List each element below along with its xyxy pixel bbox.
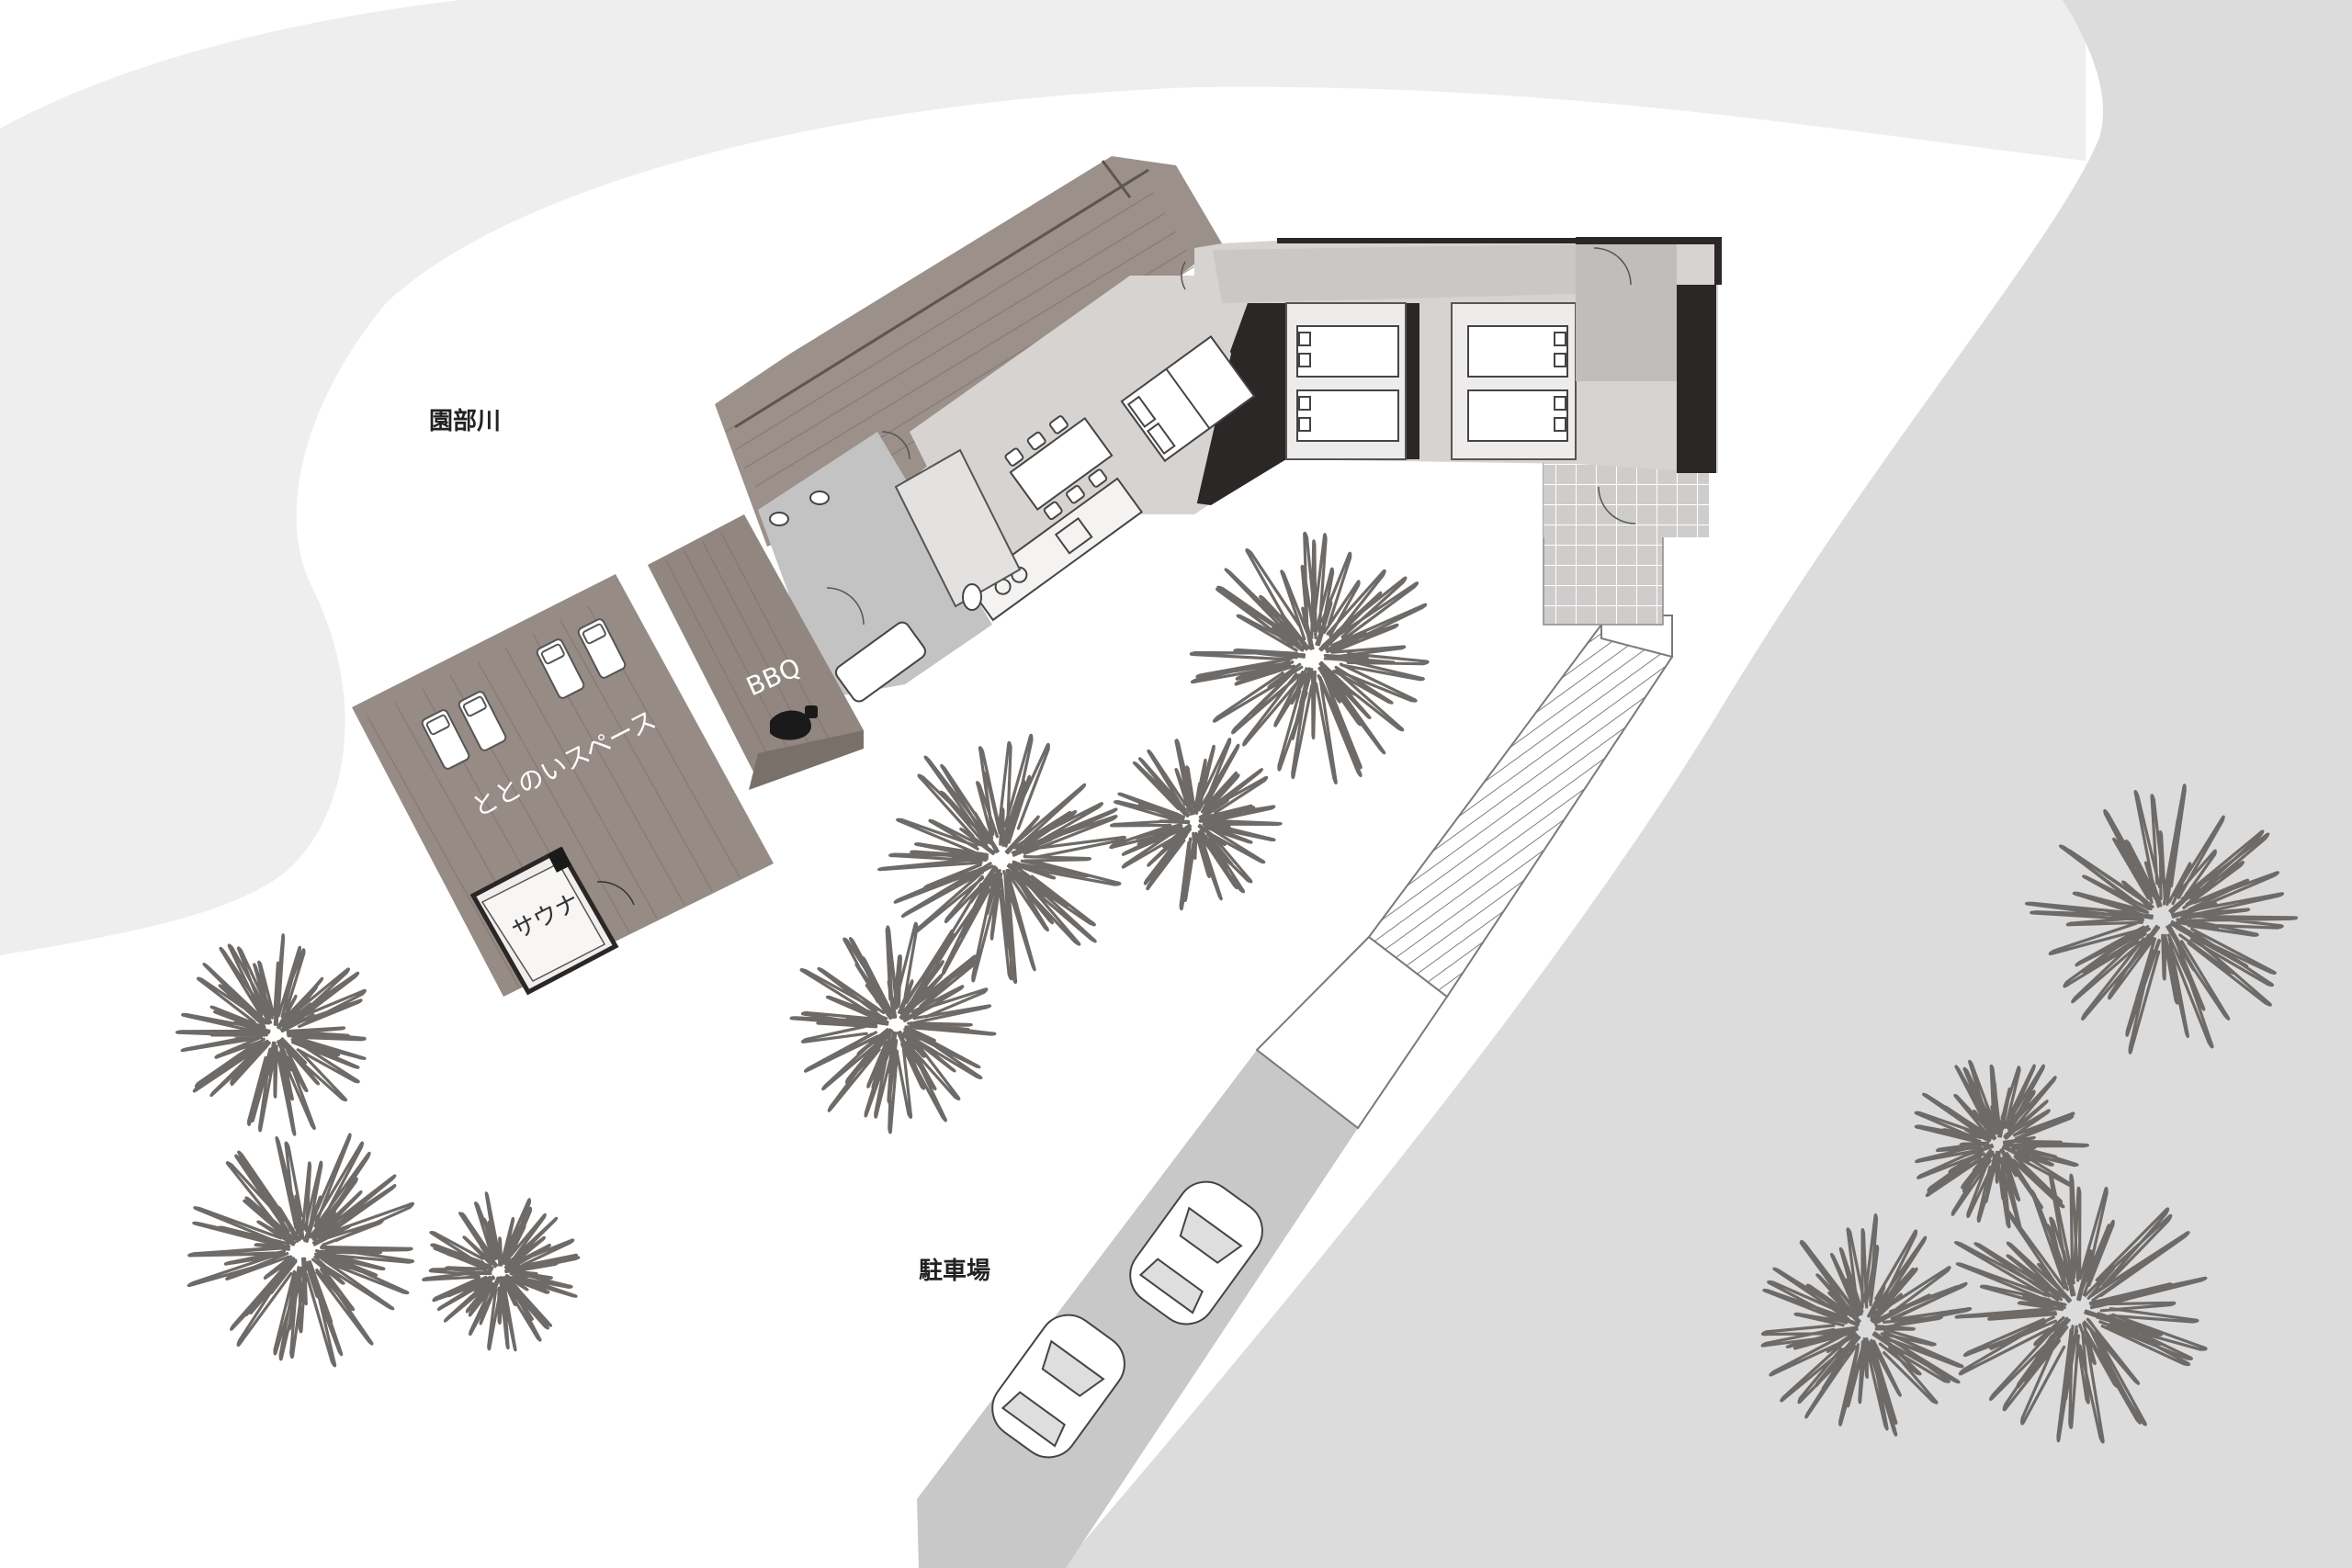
river-bank [0,0,2086,955]
sinks [769,491,830,526]
tree-icon [789,921,997,1134]
tree-icon [422,1191,581,1352]
bbq-grill-icon [770,705,818,740]
wall-east [1677,285,1716,473]
tree-canopy [422,1191,581,1352]
tree-icon [1189,531,1430,784]
tree-icon [1953,1172,2208,1444]
tree-icon [1914,1059,2089,1230]
tree-canopy [789,921,997,1134]
tree-icon [1760,1213,1973,1437]
entrance-hall [1576,241,1677,381]
tree-icon [2024,784,2299,1055]
utility [894,448,1022,608]
river-label: 園部川 [429,408,501,435]
car-icon [991,1314,1125,1459]
tree-canopy [1109,738,1283,911]
door-swing-icon [826,247,1636,626]
dining-table [1004,415,1114,521]
tree-icon [877,733,1126,985]
bed-icon [1296,325,1568,442]
building: BBQ ととのいスペース サウナ [352,156,1722,997]
tree-canopy [187,1133,415,1368]
tree-canopy [1953,1172,2208,1444]
tree-canopy [175,933,367,1136]
tree-icon [187,1133,415,1368]
bathtub [835,621,926,703]
tree-canopy [1914,1059,2089,1230]
roof [715,156,1222,547]
tree-canopy [2024,784,2299,1055]
tree-canopy [1760,1213,1973,1437]
parking-label: 駐車場 [919,1258,990,1285]
toilet [962,583,982,611]
tree-icon [175,933,367,1136]
entrance-tiles-2 [1544,464,1709,537]
tree-icon [1109,738,1283,911]
lounge-deck [352,574,774,997]
trees [175,531,2299,1444]
sauna: サウナ [469,846,635,996]
tree-canopy [877,733,1126,985]
tree-canopy [1189,531,1430,784]
lounge-chair-icon [421,618,627,770]
bed-icon [1120,335,1256,463]
car-icon [1129,1180,1263,1325]
